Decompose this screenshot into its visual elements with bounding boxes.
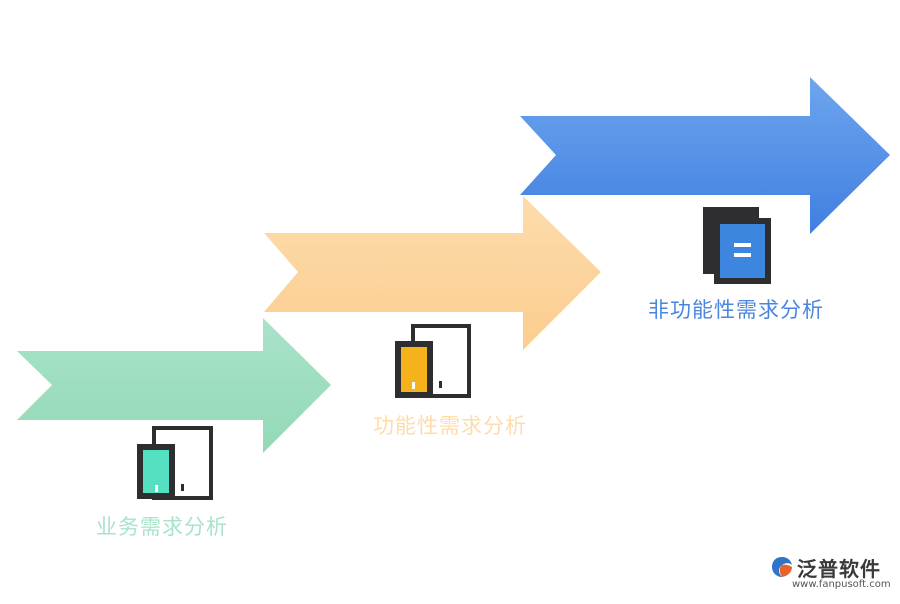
step-2-document-icon [395,324,471,398]
step-1-label: 业务需求分析 [96,515,228,539]
step-3-label: 非功能性需求分析 [648,298,824,322]
step-3-document-icon [703,207,771,284]
step-2-label: 功能性需求分析 [373,414,527,438]
fanpu-logo-icon [772,557,792,577]
brand-url: www.fanpusoft.com [792,579,891,590]
step-3-arrow [520,77,890,234]
brand-logo: 泛普软件 www.fanpusoft.com [770,553,895,598]
step-1-document-icon [137,426,213,500]
step-2-arrow [264,196,601,350]
brand-name: 泛普软件 [797,557,881,581]
step-1-arrow [17,318,331,453]
